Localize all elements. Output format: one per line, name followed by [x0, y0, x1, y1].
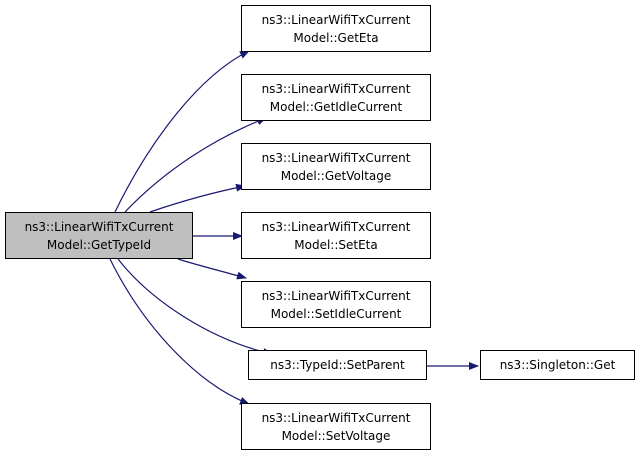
node-getvoltage-line1: ns3::LinearWifiTxCurrent	[261, 150, 411, 165]
node-seteta-line2: Model::SetEta	[294, 237, 378, 252]
node-getidlecurrent[interactable]: ns3::LinearWifiTxCurrent Model::GetIdleC…	[241, 74, 431, 121]
node-geteta-line1: ns3::LinearWifiTxCurrent	[261, 12, 411, 27]
node-gettypeid-line2: Model::GetTypeId	[46, 237, 152, 252]
node-seteta-line1: ns3::LinearWifiTxCurrent	[261, 219, 411, 234]
edge-gettypeid-to-setparent	[117, 258, 273, 356]
edge-gettypeid-to-getvoltage	[149, 183, 246, 213]
node-getvoltage[interactable]: ns3::LinearWifiTxCurrent Model::GetVolta…	[241, 143, 431, 190]
node-gettypeid-line1: ns3::LinearWifiTxCurrent	[24, 219, 174, 234]
node-gettypeid[interactable]: ns3::LinearWifiTxCurrent Model::GetTypeI…	[5, 212, 193, 259]
node-setparent-line1: ns3::TypeId::SetParent	[270, 358, 405, 372]
node-singleton-get-line1: ns3::Singleton::Get	[499, 358, 616, 372]
node-setvoltage-line1: ns3::LinearWifiTxCurrent	[261, 410, 411, 425]
node-setvoltage[interactable]: ns3::LinearWifiTxCurrent Model::SetVolta…	[241, 403, 431, 450]
node-setidlecurrent[interactable]: ns3::LinearWifiTxCurrent Model::SetIdleC…	[241, 281, 431, 328]
node-seteta[interactable]: ns3::LinearWifiTxCurrent Model::SetEta	[241, 212, 431, 259]
node-setidlecurrent-line2: Model::SetIdleCurrent	[270, 306, 402, 321]
edge-gettypeid-to-geteta	[114, 50, 250, 213]
node-setvoltage-line2: Model::SetVoltage	[281, 428, 391, 443]
node-getidlecurrent-line2: Model::GetIdleCurrent	[269, 99, 403, 114]
node-setidlecurrent-line1: ns3::LinearWifiTxCurrent	[261, 288, 411, 303]
node-geteta-line2: Model::GetEta	[293, 30, 379, 45]
node-getvoltage-line2: Model::GetVoltage	[280, 168, 392, 183]
node-singleton-get[interactable]: ns3::Singleton::Get	[480, 350, 635, 380]
node-geteta[interactable]: ns3::LinearWifiTxCurrent Model::GetEta	[241, 5, 431, 52]
edge-gettypeid-to-getidlecurrent	[124, 117, 267, 213]
node-setparent[interactable]: ns3::TypeId::SetParent	[248, 350, 427, 380]
edge-gettypeid-to-setidlecurrent	[177, 258, 247, 280]
edge-gettypeid-to-setvoltage	[109, 258, 250, 405]
node-getidlecurrent-line1: ns3::LinearWifiTxCurrent	[261, 81, 411, 96]
